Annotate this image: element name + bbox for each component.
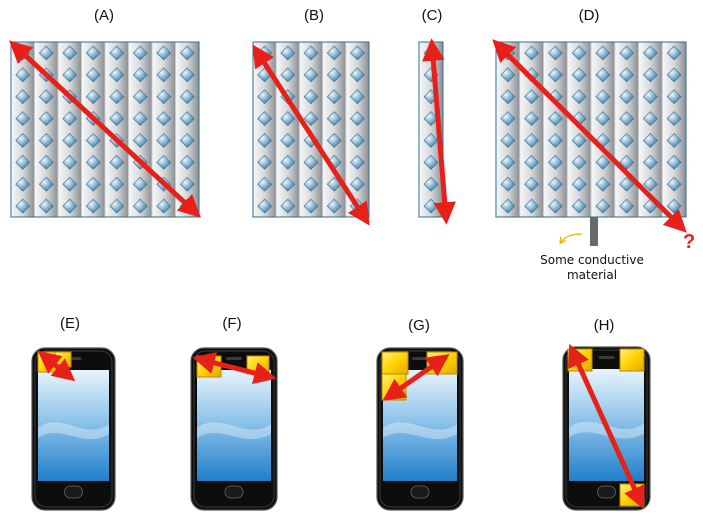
double-arrow xyxy=(568,343,645,510)
double-arrow xyxy=(192,351,277,385)
phone-screen xyxy=(38,370,109,481)
double-arrow xyxy=(422,38,456,225)
yellow-tile xyxy=(381,351,409,375)
label-h: (H) xyxy=(593,317,615,334)
double-arrow xyxy=(9,40,201,218)
note-line-1: Some conductive xyxy=(540,253,644,267)
smartphone-f xyxy=(190,347,278,511)
speaker-icon xyxy=(598,356,615,359)
note-line-2: material xyxy=(566,268,618,282)
phone-screen xyxy=(197,370,271,481)
label-b: (B) xyxy=(304,7,324,24)
label-f: (F) xyxy=(222,315,242,332)
home-button-icon xyxy=(410,485,430,499)
double-arrow xyxy=(492,39,687,233)
speaker-icon xyxy=(226,357,242,360)
label-d: (D) xyxy=(578,7,600,24)
label-g: (G) xyxy=(408,317,430,334)
yellow-tiles xyxy=(37,348,645,507)
yellow-tile xyxy=(619,348,645,372)
home-button-icon xyxy=(224,485,244,499)
label-e: (E) xyxy=(60,315,80,332)
home-button-icon xyxy=(64,485,83,499)
smartphone-e xyxy=(31,347,116,511)
double-arrow xyxy=(37,350,76,382)
speaker-icon xyxy=(412,357,428,360)
question-mark: ? xyxy=(683,231,696,253)
callout-arrow xyxy=(561,233,583,242)
label-a: (A) xyxy=(94,7,114,24)
conductive-material-strip xyxy=(590,217,598,246)
red-double-arrows xyxy=(9,38,687,510)
conductive-material-note: Some conductive material xyxy=(522,253,662,283)
home-button-icon xyxy=(597,485,616,499)
label-c: (C) xyxy=(421,7,443,24)
double-arrow xyxy=(252,44,370,226)
double-arrow xyxy=(382,354,450,401)
yellow-tile xyxy=(426,351,458,375)
